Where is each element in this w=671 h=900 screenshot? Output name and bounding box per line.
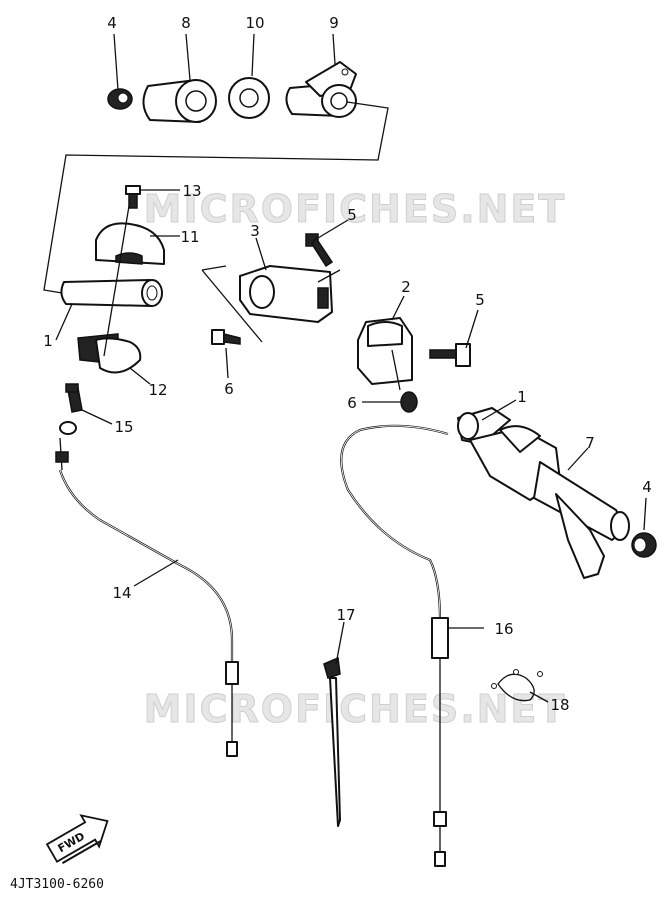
callout-9: 9 [329, 14, 339, 32]
callout-14: 14 [112, 584, 131, 602]
part-throttle-tube-1 [457, 407, 511, 445]
part-screw-5-right [429, 343, 471, 367]
watermark-top: MICROFICHES.NET [144, 187, 567, 231]
callout-12: 12 [148, 381, 167, 399]
drawing-code: 4JT3100-6260 [10, 877, 104, 892]
bracket-line [43, 101, 389, 295]
callout-7: 7 [585, 434, 595, 452]
callout-5-right: 5 [475, 291, 485, 309]
callout-3: 3 [250, 222, 260, 240]
part-screw-6-left [211, 329, 241, 345]
part-screw-15 [65, 383, 83, 413]
bolt-13-guide [103, 205, 130, 357]
part-screw-6-right [400, 391, 418, 413]
callout-15: 15 [114, 418, 133, 436]
part-grip-8 [142, 79, 217, 123]
part-end-cap-top [107, 88, 133, 110]
part-holder-12 [77, 333, 142, 374]
callout-8: 8 [181, 14, 191, 32]
watermark-bottom: MICROFICHES.NET [144, 687, 567, 731]
part-clip-small [59, 421, 77, 435]
part-holder-2 [357, 317, 413, 391]
callout-1-left: 1 [43, 332, 53, 350]
callout-6-left: 6 [224, 380, 234, 398]
callout-11: 11 [180, 228, 199, 246]
part-grip-9 [285, 61, 357, 118]
callout-5-top: 5 [347, 206, 357, 224]
part-holder-11 [95, 222, 165, 265]
callout-17: 17 [336, 606, 355, 624]
callout-10: 10 [245, 14, 264, 32]
part-washer-10 [228, 77, 270, 119]
part-end-cap-right [631, 532, 657, 558]
part-cable-16 [340, 424, 449, 867]
leader-lines [55, 33, 647, 703]
part-handlebar-1 [60, 279, 163, 307]
callout-4-right: 4 [642, 478, 652, 496]
callout-16: 16 [494, 620, 513, 638]
callout-2: 2 [401, 278, 411, 296]
callout-18: 18 [550, 696, 569, 714]
part-holder-3 [201, 265, 341, 343]
callout-13: 13 [182, 182, 201, 200]
part-bolt-13 [125, 185, 141, 209]
part-cable-14 [55, 437, 239, 757]
callout-6-right: 6 [347, 394, 357, 412]
part-cable-tie-17 [323, 656, 341, 827]
fwd-arrow-icon: FWD [45, 814, 109, 864]
part-clip-18 [491, 669, 543, 702]
callout-4-top: 4 [107, 14, 117, 32]
callout-1-right: 1 [517, 388, 527, 406]
part-grip-7 [533, 461, 630, 579]
part-screw-5-top [305, 233, 334, 268]
